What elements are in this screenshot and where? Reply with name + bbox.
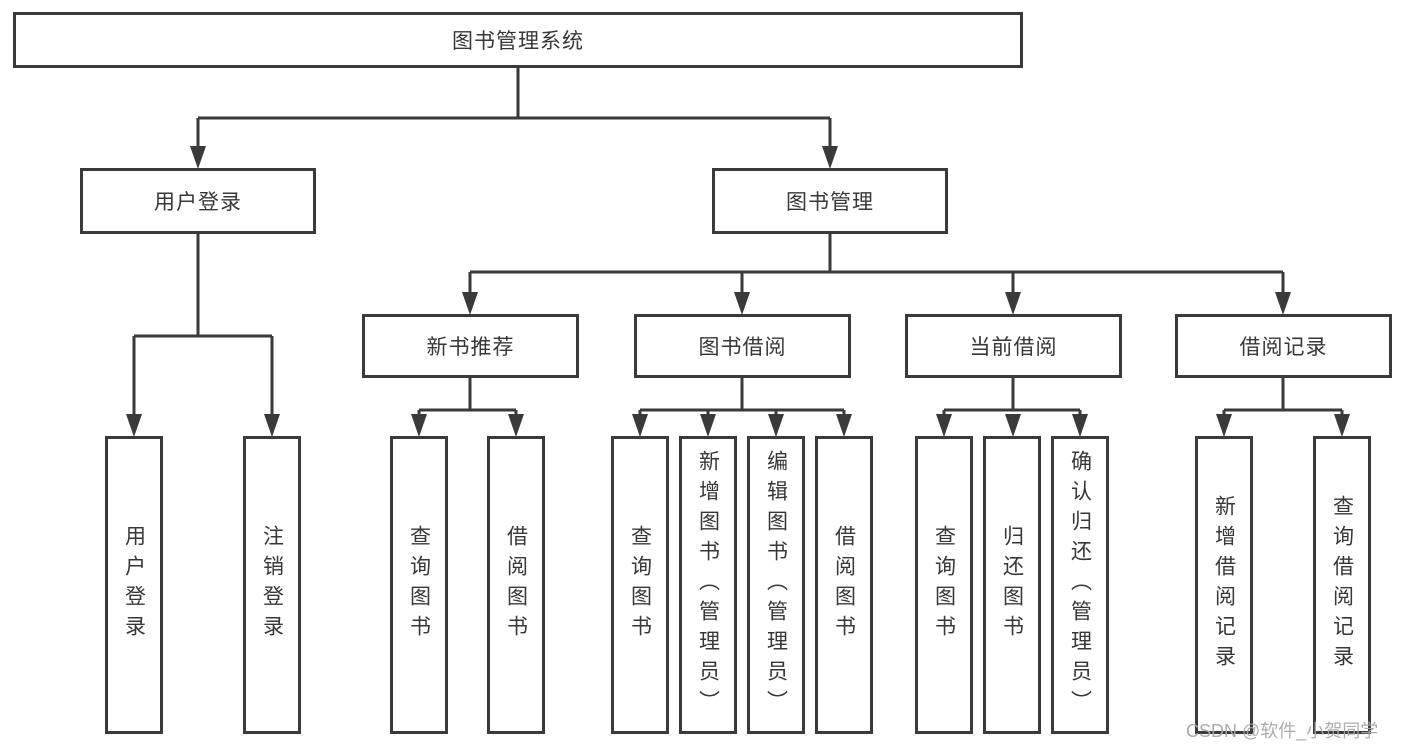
- node-book-management-label: 图书管理: [786, 191, 874, 214]
- connector-current-borrow-to-leaves: [936, 378, 1088, 437]
- leaf-borrow-query: 查询图书: [611, 436, 669, 734]
- node-root: 图书管理系统: [13, 12, 1023, 68]
- node-new-book-recommend-label: 新书推荐: [426, 336, 515, 359]
- leaf-current-query: 查询图书: [915, 436, 973, 734]
- leaf-user-login-label: 用户登录: [122, 525, 146, 645]
- node-book-borrow: 图书借阅: [634, 314, 851, 378]
- leaf-user-login: 用户登录: [105, 436, 163, 734]
- leaf-current-return: 归还图书: [983, 436, 1041, 734]
- connector-book-borrow-to-leaves: [632, 378, 852, 437]
- leaf-record-query: 查询借阅记录: [1313, 436, 1371, 734]
- leaf-borrow-edit-book-label: 编辑图书（管理员）: [764, 450, 788, 720]
- leaf-newbook-borrow-label: 借阅图书: [504, 525, 528, 645]
- node-current-borrow: 当前借阅: [905, 314, 1122, 378]
- leaf-current-query-label: 查询图书: [932, 525, 956, 645]
- node-borrow-records-label: 借阅记录: [1239, 336, 1328, 359]
- connector-borrow-records-to-leaves: [1216, 378, 1350, 437]
- leaf-borrow-add-book: 新增图书（管理员）: [679, 436, 737, 734]
- connector-user-login-to-leaves: [126, 234, 280, 437]
- leaf-current-confirm-return: 确认归还（管理员）: [1051, 436, 1109, 734]
- node-borrow-records: 借阅记录: [1175, 314, 1392, 378]
- leaf-borrow-edit-book: 编辑图书（管理员）: [747, 436, 805, 734]
- node-book-management: 图书管理: [712, 168, 948, 234]
- leaf-current-confirm-return-label: 确认归还（管理员）: [1068, 450, 1092, 720]
- leaf-borrow-borrow-book: 借阅图书: [815, 436, 873, 734]
- leaf-newbook-query: 查询图书: [390, 436, 448, 734]
- connector-root-to-level2: [190, 68, 838, 169]
- leaf-borrow-add-book-label: 新增图书（管理员）: [696, 450, 720, 720]
- leaf-logout: 注销登录: [243, 436, 301, 734]
- node-current-borrow-label: 当前借阅: [969, 336, 1058, 359]
- csdn-watermark: CSDN @软件_小贺同学: [1186, 721, 1379, 741]
- leaf-logout-label: 注销登录: [260, 525, 284, 645]
- leaf-record-add-label: 新增借阅记录: [1212, 495, 1236, 675]
- leaf-record-query-label: 查询借阅记录: [1330, 495, 1354, 675]
- leaf-current-return-label: 归还图书: [1000, 525, 1024, 645]
- node-user-login: 用户登录: [80, 168, 316, 234]
- leaf-newbook-query-label: 查询图书: [407, 525, 431, 645]
- node-new-book-recommend: 新书推荐: [362, 314, 579, 378]
- leaf-record-add: 新增借阅记录: [1195, 436, 1253, 734]
- node-user-login-label: 用户登录: [154, 191, 242, 214]
- leaf-newbook-borrow: 借阅图书: [487, 436, 545, 734]
- leaf-borrow-borrow-book-label: 借阅图书: [832, 525, 856, 645]
- connector-book-management-to-level3: [462, 234, 1291, 315]
- connector-new-book-to-leaves: [411, 378, 524, 437]
- leaf-borrow-query-label: 查询图书: [628, 525, 652, 645]
- node-root-label: 图书管理系统: [452, 30, 584, 53]
- node-book-borrow-label: 图书借阅: [698, 336, 787, 359]
